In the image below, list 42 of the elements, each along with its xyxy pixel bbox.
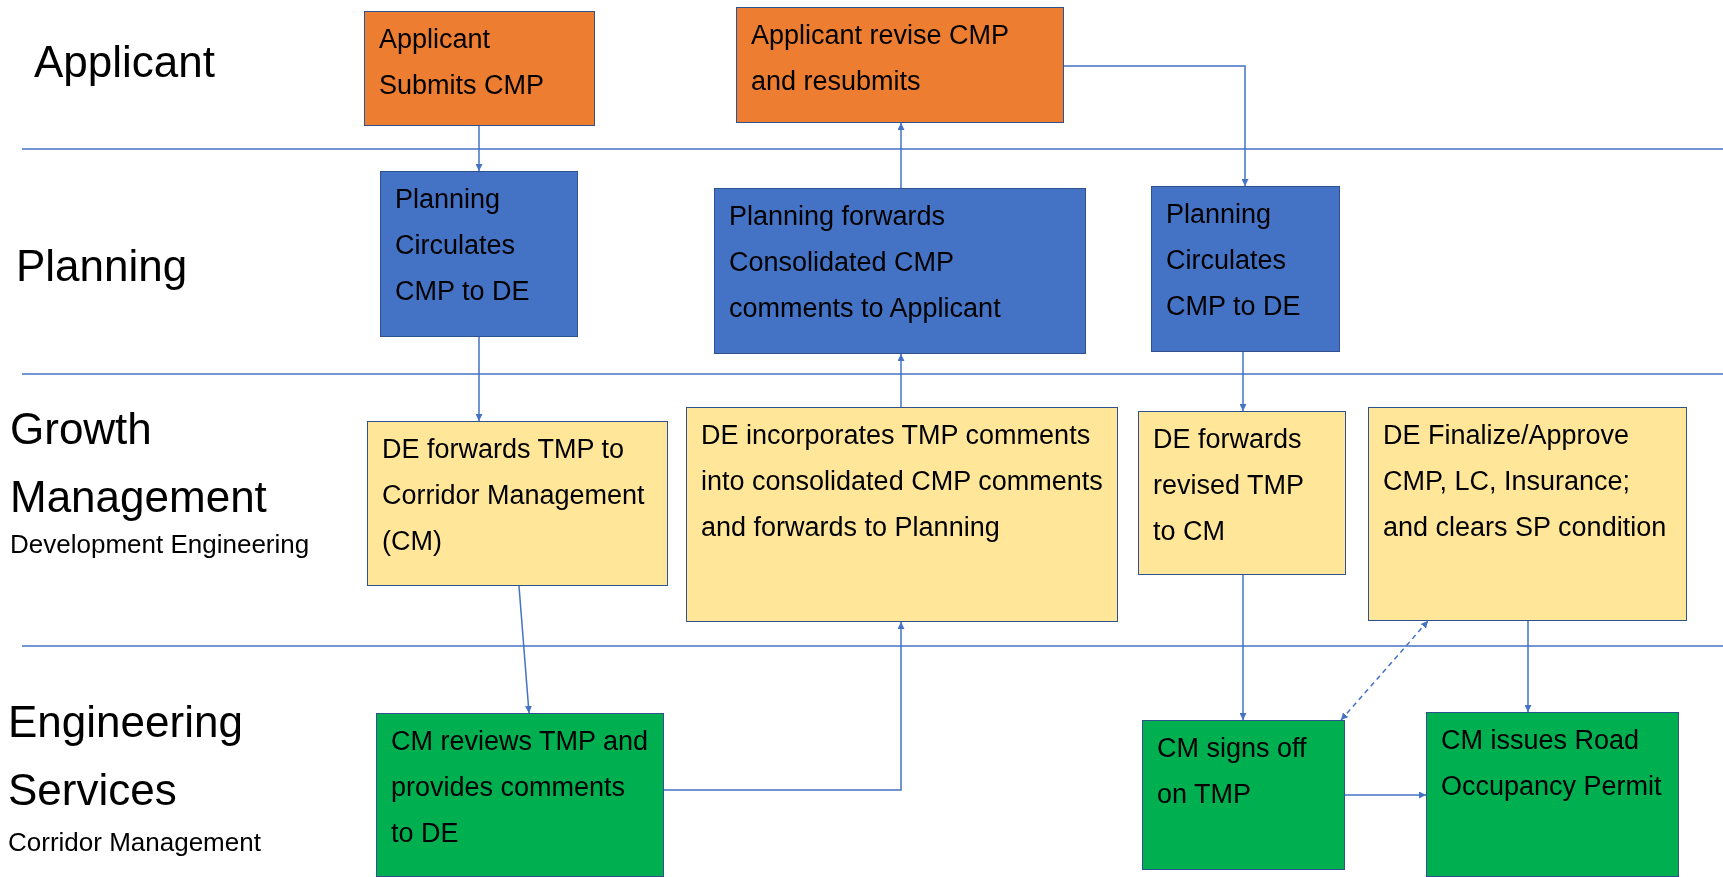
- box-text: CM reviews TMP and provides comments to DE: [391, 725, 649, 850]
- box-text: Planning Circulates CMP to DE: [1166, 198, 1302, 323]
- arrow: [663, 621, 905, 791]
- arrow: [475, 336, 483, 422]
- process-box: [380, 171, 578, 337]
- box-text: DE Finalize/Approve CMP, LC, Insurance; and clears SP condition: [1383, 419, 1668, 544]
- box-text: CM issues Road Occupancy Permit: [1441, 724, 1663, 803]
- arrow: [1239, 351, 1247, 412]
- process-box: [376, 713, 664, 877]
- process-box: [1368, 407, 1687, 621]
- arrow: [1344, 791, 1427, 799]
- lane-label: Growth Management: [10, 403, 268, 523]
- arrow: [518, 585, 532, 714]
- process-box: [1142, 720, 1345, 870]
- arrow: [1063, 65, 1249, 187]
- arrow: [1239, 574, 1247, 721]
- lane-sublabel: Corridor Management: [8, 826, 262, 858]
- process-box: [736, 7, 1064, 123]
- box-text: Planning forwards Consolidated CMP comments to Applicant: [729, 200, 1002, 325]
- process-box: [1151, 186, 1340, 352]
- process-box: [1426, 712, 1679, 877]
- lane-sublabel: Development Engineering: [10, 528, 311, 560]
- process-box: [364, 11, 595, 126]
- arrow: [897, 353, 905, 408]
- box-text: Applicant Submits CMP: [379, 23, 546, 102]
- arrow: [1524, 620, 1532, 713]
- box-text: DE forwards TMP to Corridor Management (CM): [382, 433, 646, 558]
- arrow: [897, 122, 905, 189]
- lane-label: Engineering Services: [8, 696, 244, 816]
- box-text: DE forwards revised TMP to CM: [1153, 423, 1305, 548]
- box-text: Applicant revise CMP and resubmits: [751, 19, 1010, 98]
- process-box: [367, 421, 668, 586]
- arrow: [1340, 620, 1429, 721]
- box-text: CM signs off on TMP: [1157, 732, 1308, 811]
- lane-label: Applicant: [34, 36, 216, 88]
- process-box: [1138, 411, 1346, 575]
- box-text: DE incorporates TMP comments into consolidated CMP comments and forwards to Planning: [701, 419, 1103, 544]
- lane-label: Planning: [16, 240, 189, 292]
- process-box: [686, 407, 1118, 622]
- box-text: Planning Circulates CMP to DE: [395, 183, 531, 308]
- process-box: [714, 188, 1086, 354]
- arrow: [475, 125, 483, 172]
